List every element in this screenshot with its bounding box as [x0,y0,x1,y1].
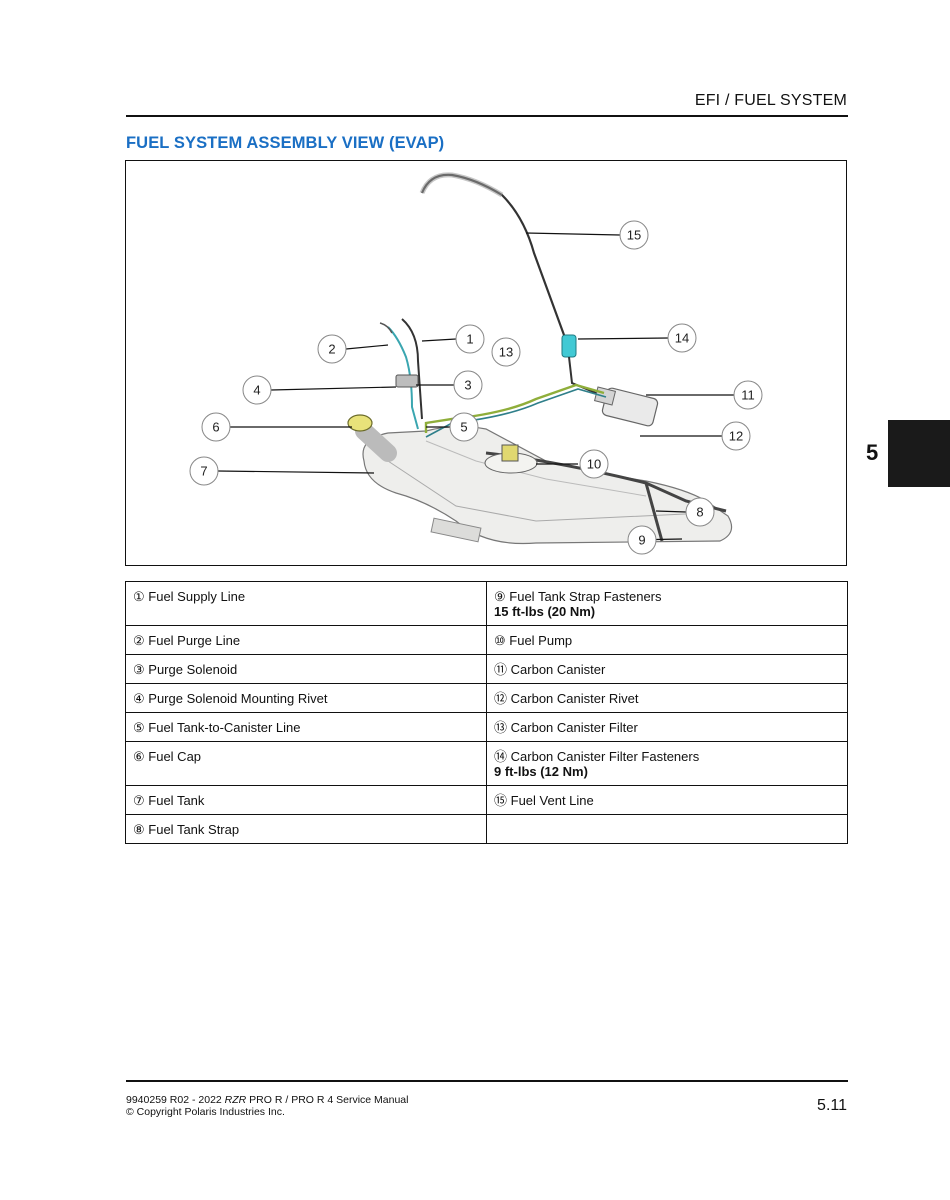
chapter-number: 5 [866,440,879,465]
fuel-purge-line [387,326,419,430]
item-number: ④ [133,691,145,706]
fuel-tank-shape [362,425,733,545]
callout-8: 8 [696,505,703,520]
item-label: Carbon Canister [510,662,606,677]
fuel-vent-line [420,173,566,336]
item-number: ② [133,633,145,648]
item-number: ⑪ [494,662,508,677]
doc-model: RZR [224,1094,247,1106]
torque-spec: 15 ft-lbs (20 Nm) [494,604,596,619]
legend-cell: ⑧ Fuel Tank Strap [125,814,487,844]
item-label: Purge Solenoid Mounting Rivet [148,691,328,706]
item-label: Fuel Tank Strap Fasteners [509,589,662,604]
callout-13: 13 [499,345,513,360]
canister-filter-shape [561,334,577,358]
item-number: ⑥ [133,749,145,764]
callout-3: 3 [464,378,471,393]
running-header: EFI / FUEL SYSTEM [694,92,847,109]
legend-cell: ⑫ Carbon Canister Rivet [486,683,848,713]
item-label: Fuel Tank Strap [148,822,240,837]
item-label: Purge Solenoid [148,662,238,677]
callout-markers [189,220,763,555]
filler-neck-shape [355,422,397,462]
purge-solenoid-shape [395,374,419,388]
header-rule [126,115,848,117]
doc-id: 9940259 R02 - 2022 [126,1094,225,1106]
callout-7: 7 [200,464,207,479]
fuel-cap-shape [347,414,373,432]
legend-cell: ⑮ Fuel Vent Line [486,785,848,815]
legend-cell: ⑤ Fuel Tank-to-Canister Line [125,712,487,742]
table-row: ③ Purge Solenoid ⑪ Carbon Canister [125,654,848,684]
table-row: ① Fuel Supply Line ⑨ Fuel Tank Strap Fas… [125,581,848,626]
callout-4: 4 [253,383,260,398]
item-number: ⑩ [494,633,506,648]
callout-11: 11 [741,388,755,403]
fuel-supply-line [401,318,423,420]
item-number: ⑭ [494,749,508,764]
legend-cell: ③ Purge Solenoid [125,654,487,684]
doc-title: PRO R / PRO R 4 Service Manual [246,1094,409,1106]
item-label: Fuel Supply Line [148,589,246,604]
legend-cell: ① Fuel Supply Line [125,581,487,626]
callout-9: 9 [638,533,645,548]
callout-6: 6 [212,420,219,435]
assembly-figure: 15 1 2 3 4 5 6 7 10 8 9 13 14 11 12 [125,160,847,566]
item-number: ⑧ [133,822,145,837]
item-label: Fuel Pump [509,633,573,648]
callout-2: 2 [328,342,335,357]
item-number: ⑮ [494,793,508,808]
table-row: ⑦ Fuel Tank ⑮ Fuel Vent Line [125,785,848,815]
footer-copyright: © Copyright Polaris Industries Inc. [126,1106,285,1118]
callout-14: 14 [675,331,689,346]
callout-1: 1 [466,332,473,347]
item-number: ⑬ [494,720,508,735]
item-label: Fuel Tank [148,793,205,808]
item-number: ⑤ [133,720,145,735]
footer-doc-title: 9940259 R02 - 2022 RZR PRO R / PRO R 4 S… [126,1094,408,1106]
page-number: 5.11 [817,1097,847,1114]
item-number: ⑫ [494,691,508,706]
section-title: FUEL SYSTEM ASSEMBLY VIEW (EVAP) [126,134,445,152]
item-label: Carbon Canister Filter [510,720,638,735]
item-number: ① [133,589,145,604]
parts-legend-table: ① Fuel Supply Line ⑨ Fuel Tank Strap Fas… [125,581,848,844]
legend-cell-empty [486,814,848,844]
table-row: ④ Purge Solenoid Mounting Rivet ⑫ Carbon… [125,683,848,713]
callout-10: 10 [587,457,601,472]
item-label: Fuel Cap [148,749,202,764]
item-number: ③ [133,662,145,677]
table-row: ⑤ Fuel Tank-to-Canister Line ⑬ Carbon Ca… [125,712,848,742]
item-label: Fuel Vent Line [510,793,594,808]
callout-15: 15 [627,228,641,243]
item-label: Fuel Purge Line [148,633,241,648]
legend-cell: ⑬ Carbon Canister Filter [486,712,848,742]
chapter-tab [888,420,950,487]
item-number: ⑨ [494,589,506,604]
table-row: ⑧ Fuel Tank Strap [125,814,848,844]
callout-12: 12 [729,429,743,444]
item-label: Carbon Canister Filter Fasteners [510,749,700,764]
legend-cell: ⑥ Fuel Cap [125,741,487,786]
callout-5: 5 [460,420,467,435]
item-label: Carbon Canister Rivet [510,691,639,706]
legend-cell: ⑩ Fuel Pump [486,625,848,655]
table-row: ⑥ Fuel Cap ⑭ Carbon Canister Filter Fast… [125,741,848,786]
fuel-system-illustration: 15 1 2 3 4 5 6 7 10 8 9 13 14 11 12 [189,172,763,555]
legend-cell: ④ Purge Solenoid Mounting Rivet [125,683,487,713]
item-number: ⑦ [133,793,145,808]
table-row: ② Fuel Purge Line ⑩ Fuel Pump [125,625,848,655]
footer-doc-info: 9940259 R02 - 2022 RZR PRO R / PRO R 4 S… [126,1094,408,1118]
legend-cell: ⑦ Fuel Tank [125,785,487,815]
item-label: Fuel Tank-to-Canister Line [148,720,301,735]
torque-spec: 9 ft-lbs (12 Nm) [494,764,588,779]
footer-rule [126,1080,848,1082]
legend-cell: ⑪ Carbon Canister [486,654,848,684]
legend-cell: ② Fuel Purge Line [125,625,487,655]
